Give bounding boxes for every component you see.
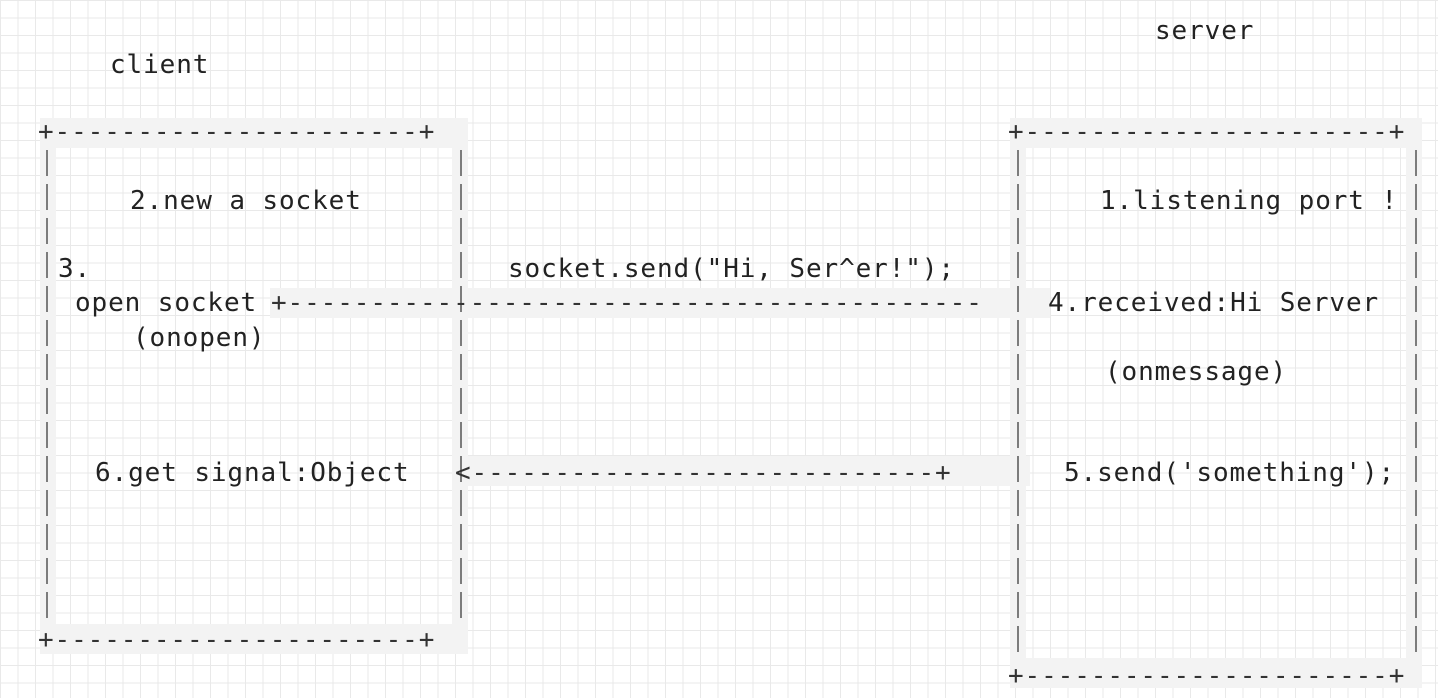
server-right-band: [1406, 148, 1422, 658]
client-top-band: [40, 118, 468, 148]
reply-arrow: <----------------------------+: [455, 458, 952, 488]
server-step-send: 5.send('something');: [1064, 458, 1396, 488]
client-label: client: [110, 50, 210, 80]
server-top-band: [1010, 118, 1422, 148]
server-box-top-edge: +----------------------+: [1008, 117, 1406, 147]
client-left-band: [40, 148, 56, 624]
client-onopen-event: (onopen): [133, 323, 266, 353]
client-right-band: [452, 148, 468, 624]
client-box-bottom-edge: +----------------------+: [38, 625, 436, 655]
server-onmessage-event: (onmessage): [1105, 357, 1288, 387]
server-box-bottom-edge: +----------------------+: [1008, 661, 1406, 691]
client-step-new-socket: 2.new a socket: [130, 186, 362, 216]
server-label: server: [1155, 16, 1255, 46]
server-step-listening: 1.listening port !: [1100, 186, 1398, 216]
send-arrow-band: [270, 288, 1050, 318]
client-step-get-signal: 6.get signal:Object: [95, 458, 410, 488]
client-bottom-band: [40, 624, 468, 654]
send-arrow: +---------------------------------------…: [271, 288, 983, 318]
server-bottom-band: [1010, 658, 1422, 688]
client-box-top-edge: +----------------------+: [38, 117, 436, 147]
client-step-3-number: 3.: [58, 254, 92, 284]
client-step-open-socket: open socket: [75, 288, 258, 318]
socket-send-call: socket.send("Hi, Ser^er!");: [508, 254, 955, 284]
server-step-received: 4.received:Hi Server: [1048, 288, 1380, 318]
reply-arrow-band: [455, 456, 1030, 486]
